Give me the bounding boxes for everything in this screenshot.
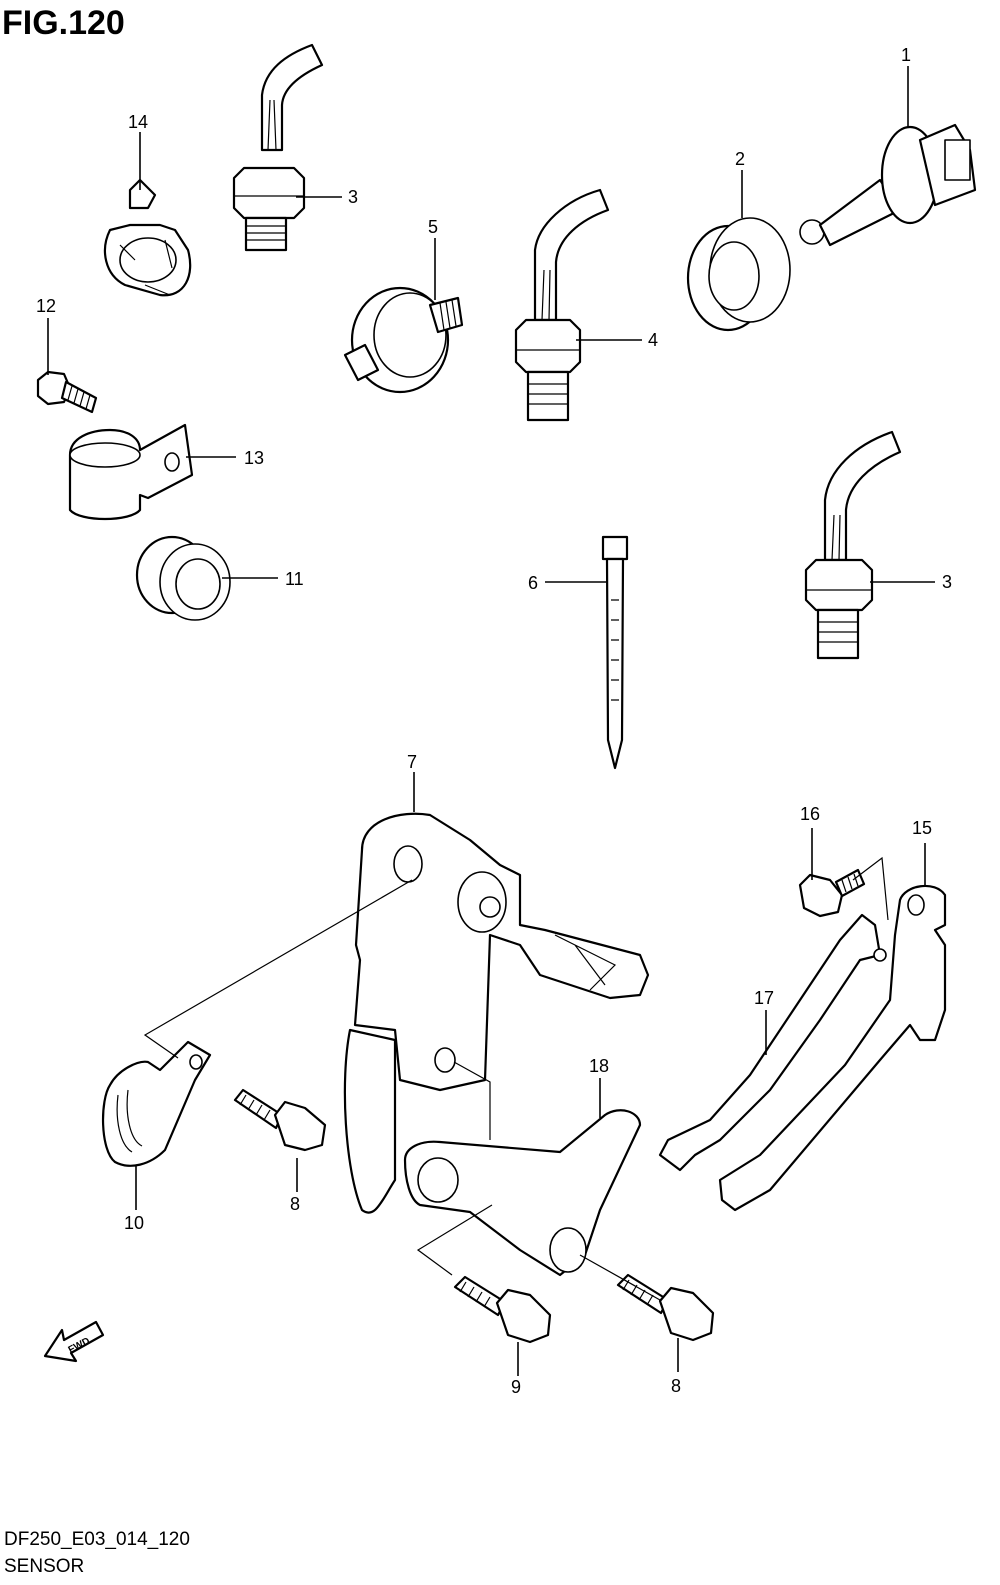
leader-18: [416, 1204, 493, 1276]
callout-11: 11: [285, 569, 304, 589]
callout-lines: [47, 66, 935, 1376]
leader-16-15: [852, 856, 889, 921]
callout-3-right: 3: [942, 572, 952, 592]
fwd-arrow-icon: FWD: [43, 1320, 105, 1363]
sensor-part-3-right: [804, 430, 902, 660]
sensor-assembly-part-7: [343, 812, 650, 1214]
callout-14: 14: [128, 112, 148, 132]
callout-8-left: 8: [290, 1194, 300, 1214]
bracket-part-17: [658, 913, 887, 1172]
callout-9: 9: [511, 1377, 521, 1397]
callout-15: 15: [912, 818, 932, 838]
callout-16: 16: [800, 804, 820, 824]
grommet-part-11: [135, 535, 231, 621]
callout-6: 6: [528, 573, 538, 593]
callout-2: 2: [735, 149, 745, 169]
clip-part-10: [102, 1040, 212, 1167]
callout-5: 5: [428, 217, 438, 237]
callout-7: 7: [407, 752, 417, 772]
bolt-part-8-right: [616, 1273, 715, 1342]
connector-part-1: [799, 123, 977, 247]
callout-17: 17: [754, 988, 774, 1008]
callout-12: 12: [36, 296, 56, 316]
bolt-part-9: [453, 1275, 552, 1344]
callout-18: 18: [589, 1056, 609, 1076]
clip-part-14: [103, 178, 192, 297]
grommet-part-2: [686, 217, 791, 332]
callout-13: 13: [244, 448, 264, 468]
cable-tie-part-6: [601, 535, 629, 770]
drawing-code: DF250_E03_014_120: [4, 1529, 190, 1550]
leader-7-10: [143, 879, 413, 1059]
knock-sensor-part-5: [343, 286, 464, 394]
bracket-part-18: [403, 1109, 642, 1277]
footer: DF250_E03_014_120 SENSOR: [4, 1526, 190, 1580]
callout-10: 10: [124, 1213, 144, 1233]
figure-name: SENSOR: [4, 1556, 85, 1577]
clamp-part-13: [68, 423, 194, 521]
callout-4: 4: [648, 330, 658, 350]
sensor-part-4: [514, 188, 610, 422]
bolt-part-8-left: [233, 1088, 327, 1152]
bracket-part-15: [718, 884, 947, 1212]
leader-18-8: [579, 1254, 661, 1301]
callout-8-right: 8: [671, 1376, 681, 1396]
bolt-part-12: [36, 370, 98, 414]
leader-7-18: [453, 1061, 491, 1140]
figure-title: FIG.120: [2, 4, 125, 42]
bolt-part-16: [798, 868, 866, 918]
callout-numbers: 1 2 3 3 4 5 6 7 8 8 9 10 11 12 13 14 15 …: [36, 45, 952, 1397]
callout-3-top: 3: [348, 187, 358, 207]
sensor-part-3-top: [232, 43, 324, 252]
callout-1: 1: [901, 45, 911, 65]
